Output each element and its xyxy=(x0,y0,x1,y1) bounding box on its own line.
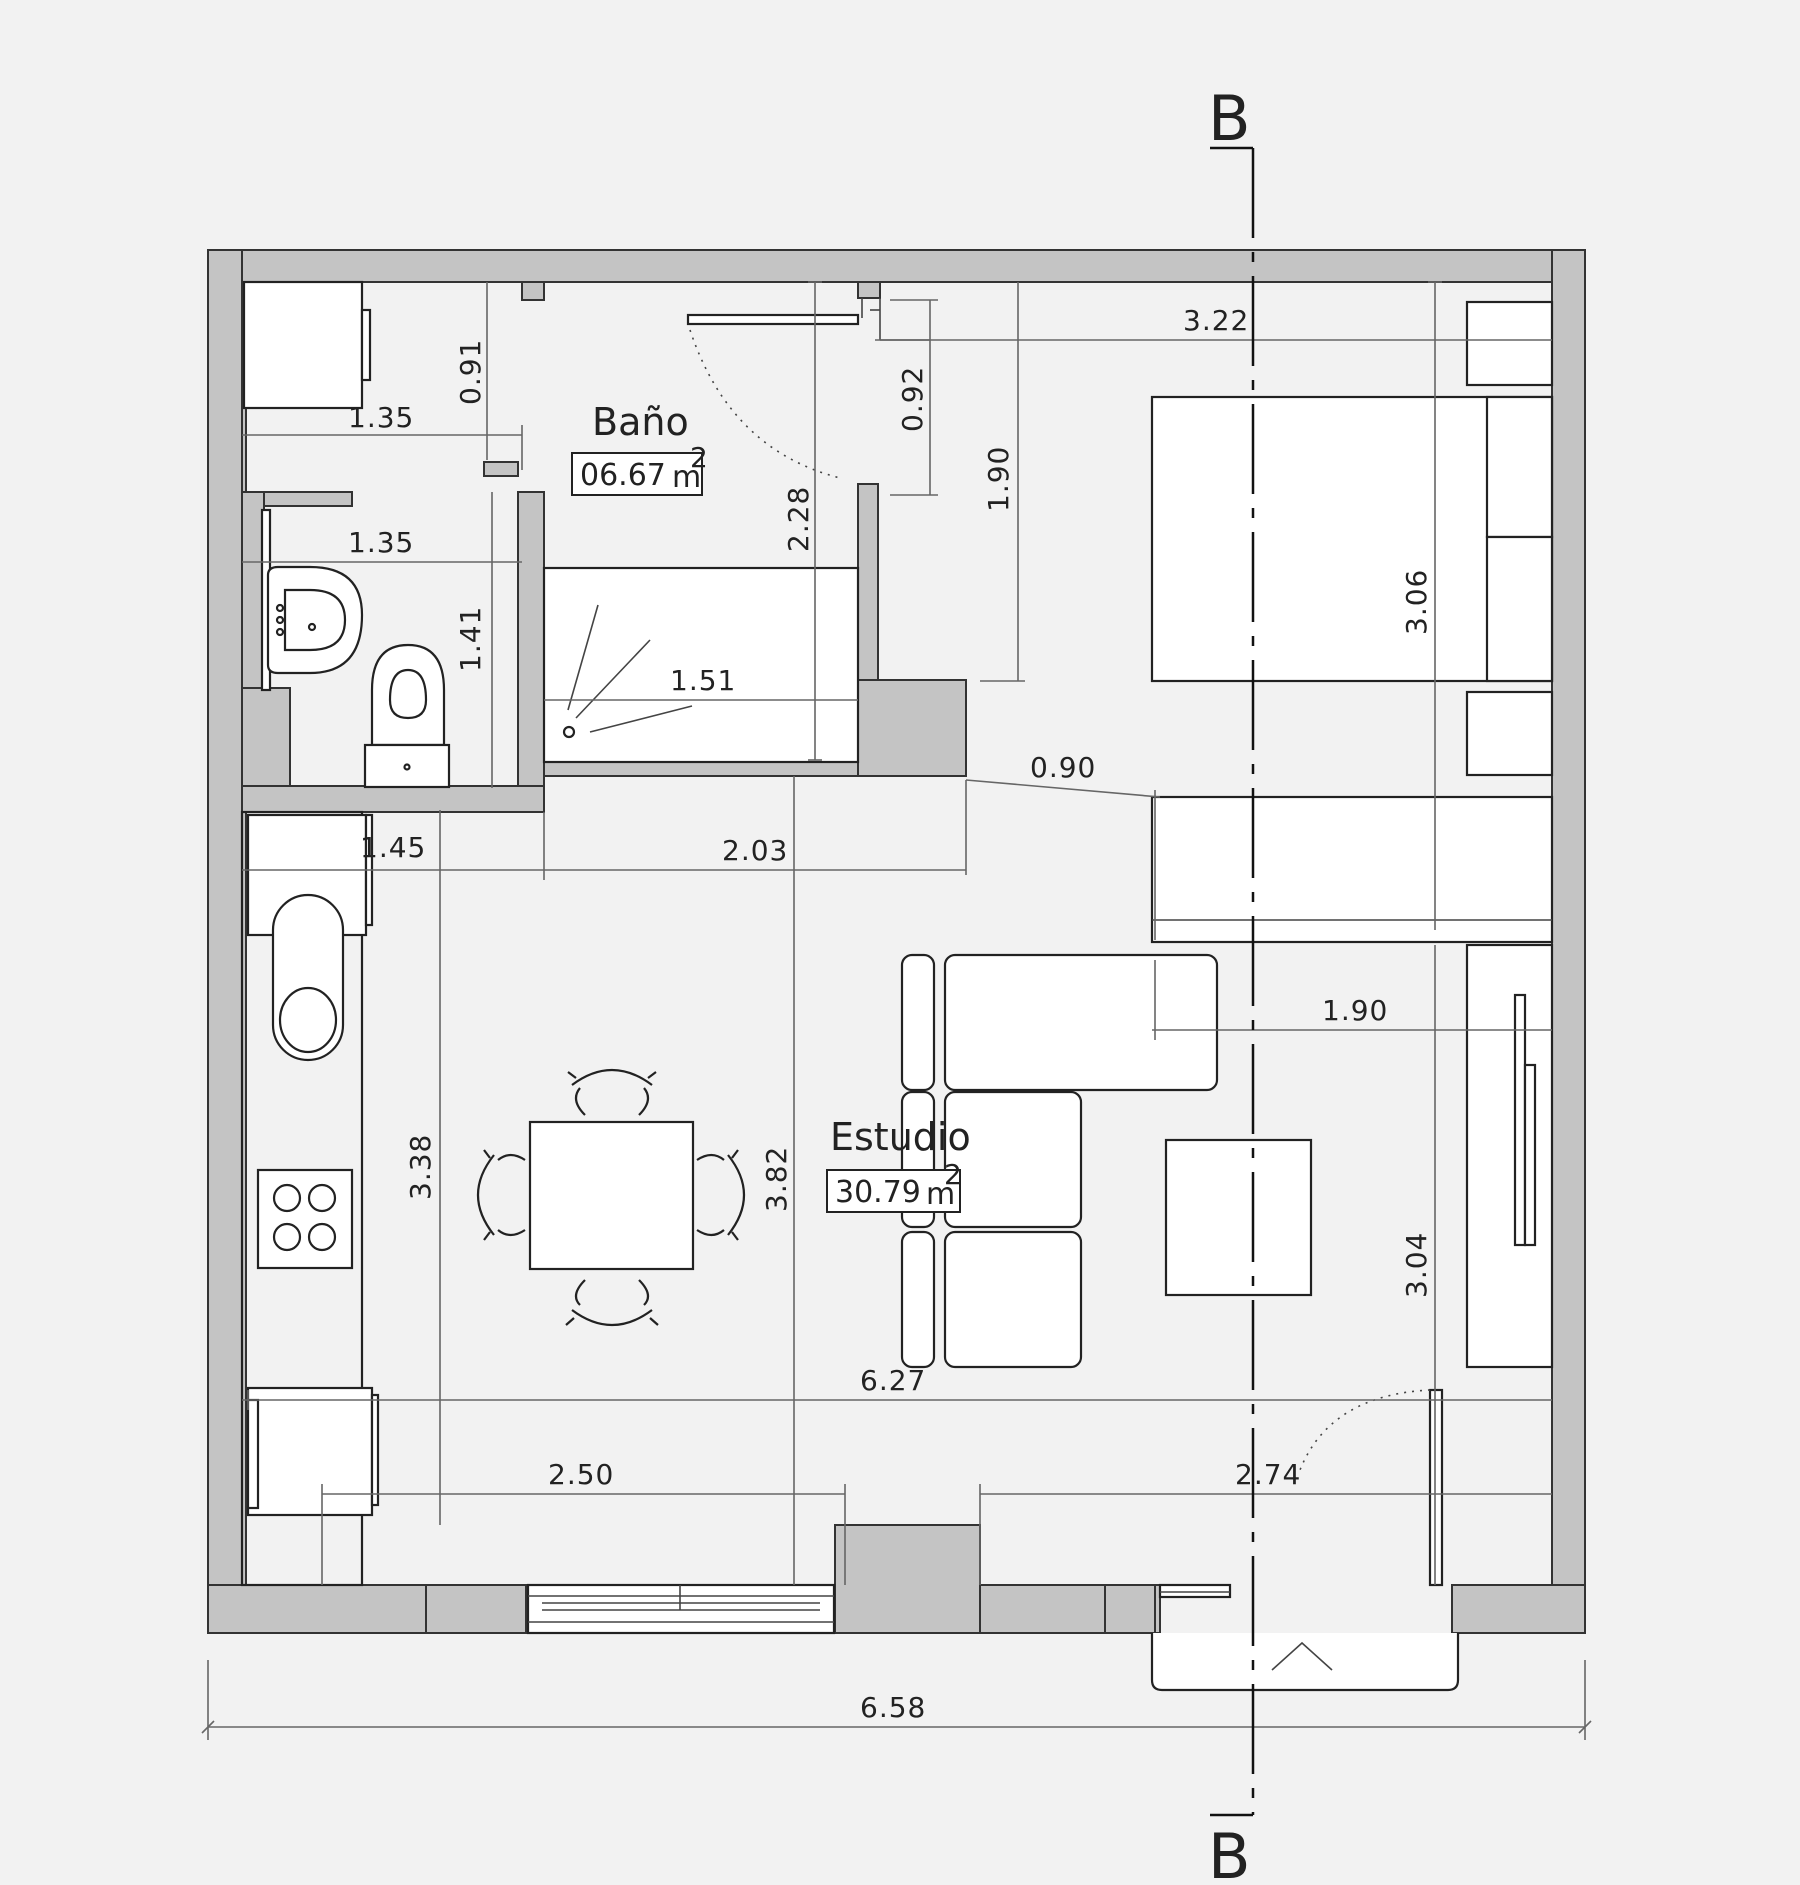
dim-382: 3.82 xyxy=(760,1146,793,1212)
dim-190-b: 1.90 xyxy=(1322,994,1388,1027)
sofa-seat xyxy=(943,953,1219,1092)
room-unit-bano: m xyxy=(672,460,701,495)
doors xyxy=(686,298,1444,1587)
dimension-labels: 0.91 1.35 1.35 1.41 2.28 1.51 0.92 1.90 … xyxy=(348,304,1433,1724)
toilet-icon xyxy=(370,643,446,747)
dining-set xyxy=(476,1068,746,1327)
closet xyxy=(1150,795,1554,944)
room-area-estudio: 30.79 xyxy=(835,1175,921,1210)
nightstand-2 xyxy=(1465,690,1554,777)
kitchen-sink-icon xyxy=(271,893,345,1062)
exterior-walls xyxy=(207,249,1586,1634)
dim-090: 0.90 xyxy=(1030,751,1096,784)
dining-table xyxy=(528,1120,695,1271)
living-furniture xyxy=(900,943,1554,1369)
tv-cabinet xyxy=(1465,943,1554,1369)
dim-306: 3.06 xyxy=(1400,569,1433,635)
dim-145: 1.45 xyxy=(360,831,426,864)
dim-141: 1.41 xyxy=(454,606,487,672)
dim-092: 0.92 xyxy=(896,366,929,432)
bedroom-furniture xyxy=(879,298,1554,944)
dim-135-b: 1.35 xyxy=(348,526,414,559)
dim-091: 0.91 xyxy=(454,339,487,405)
dim-250: 2.50 xyxy=(548,1458,614,1491)
oven xyxy=(246,1386,374,1517)
dim-304: 3.04 xyxy=(1400,1232,1433,1298)
bed xyxy=(1150,395,1554,683)
section-label-bottom: B xyxy=(1208,1820,1251,1885)
windows xyxy=(526,1583,1460,1692)
shower-drain-icon xyxy=(562,725,576,739)
dim-322: 3.22 xyxy=(1183,304,1249,337)
dim-274: 2.74 xyxy=(1235,1458,1301,1491)
cooktop-icon xyxy=(256,1168,354,1270)
room-unit-sup-bano: 2 xyxy=(690,441,709,474)
room-unit-estudio: m xyxy=(926,1177,955,1212)
room-name-estudio: Estudio xyxy=(830,1115,971,1159)
section-line-b: B B xyxy=(1208,82,1255,1885)
washer xyxy=(242,280,364,410)
dim-338: 3.38 xyxy=(404,1134,437,1200)
room-labels: Baño 06.67 m 2 Estudio 30.79 m 2 xyxy=(571,400,971,1213)
dimension-lines xyxy=(201,281,1592,1740)
section-label-top: B xyxy=(1208,82,1251,155)
bathroom-fixtures xyxy=(242,280,860,789)
sofa-arm xyxy=(900,953,936,1092)
room-unit-sup-estudio: 2 xyxy=(944,1158,963,1191)
dim-228: 2.28 xyxy=(782,486,815,552)
nightstand xyxy=(1465,300,1554,387)
room-area-bano: 06.67 xyxy=(580,458,666,493)
dim-203: 2.03 xyxy=(722,834,788,867)
dim-190-a: 1.90 xyxy=(982,446,1015,512)
washbasin-icon xyxy=(266,565,364,675)
coffee-table xyxy=(1164,1138,1313,1297)
kitchen-fixtures xyxy=(240,810,380,1587)
room-name-bano: Baño xyxy=(592,400,689,444)
dim-151: 1.51 xyxy=(670,664,736,697)
dim-627: 6.27 xyxy=(860,1364,926,1397)
interior-walls xyxy=(241,281,967,813)
dim-658: 6.58 xyxy=(860,1691,926,1724)
dim-135-a: 1.35 xyxy=(348,401,414,434)
